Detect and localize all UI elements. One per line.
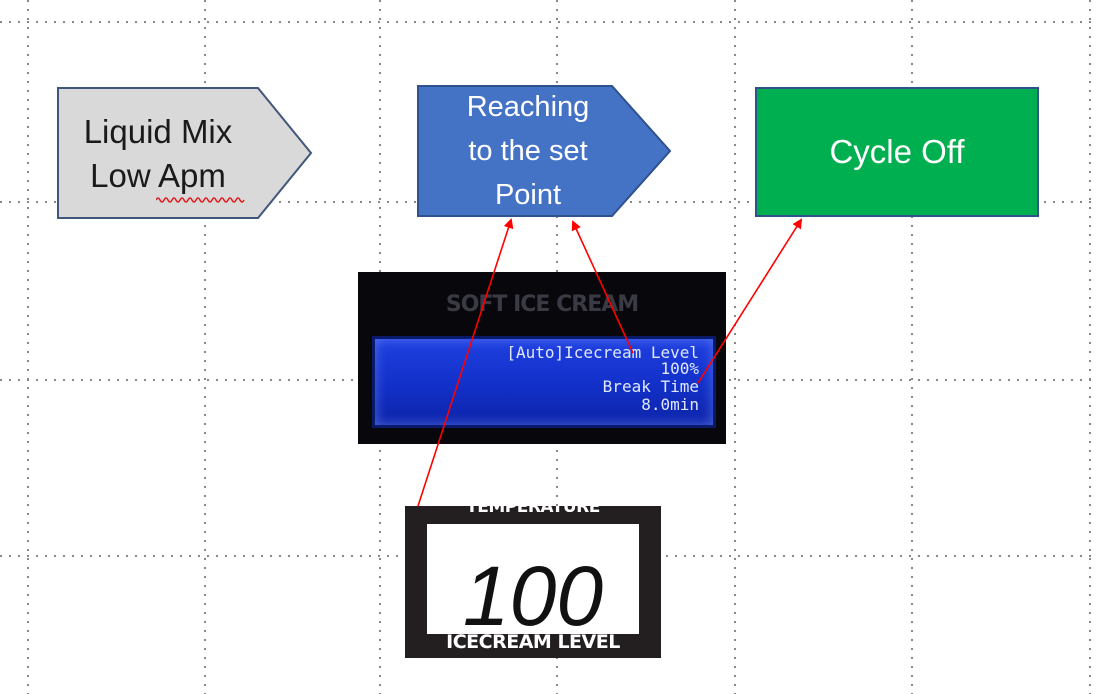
lcd-screen: [Auto]Icecream Level 100% Break Time 8.0…: [372, 336, 716, 428]
lcd-line-break-label: Break Time: [602, 377, 699, 396]
spellcheck-squiggle: [156, 197, 245, 203]
gauge-temperature-label: TEMPERATURE: [466, 497, 600, 517]
gauge-icecream-level-label: ICECREAM LEVEL: [446, 631, 620, 653]
icecream-level-gauge: TEMPERATURE 100 ICECREAM LEVEL: [405, 506, 661, 658]
lcd-line-break-time: 8.0min: [641, 395, 699, 414]
gauge-window: [427, 524, 639, 634]
cycle-off-box[interactable]: [755, 87, 1039, 217]
liquid-mix-label: Liquid Mix Low Apm: [83, 113, 233, 194]
reaching-set-point-label: Reaching to the set Point: [466, 91, 590, 211]
liquid-mix-pentagon[interactable]: [57, 87, 313, 219]
cycle-off-label: Cycle Off: [829, 133, 965, 170]
lcd-brand-label: SOFT ICE CREAM: [445, 292, 639, 317]
reaching-set-point-pentagon[interactable]: [417, 85, 672, 217]
gauge-value: 100: [462, 549, 604, 643]
lcd-display-panel: SOFT ICE CREAM [Auto]Icecream Level 100%…: [358, 272, 726, 444]
lcd-line-level: 100%: [660, 359, 699, 378]
